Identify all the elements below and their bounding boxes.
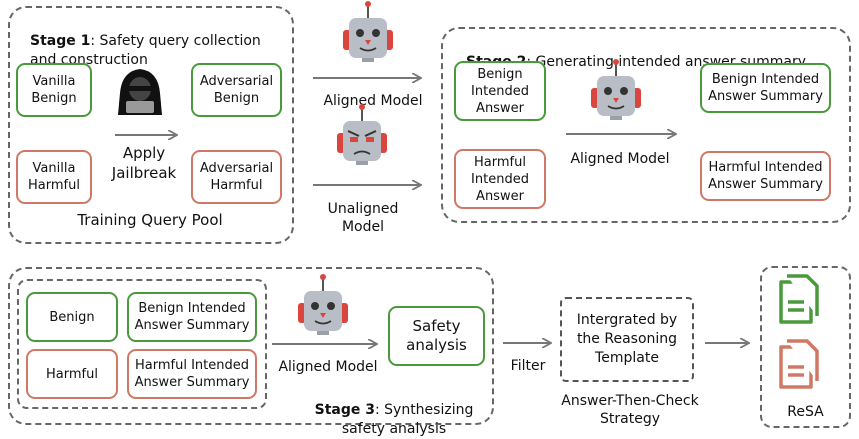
benign-intended-summary-box: Benign Intended Answer Summary	[700, 63, 831, 113]
stage2-robot-icon	[590, 58, 642, 121]
stage3-title: Stage 3: Synthesizing safety analysis	[314, 402, 474, 437]
stage3-aligned-model-label: Aligned Model	[278, 359, 378, 375]
harmful-intended-answer-box: Harmful Intended Answer	[454, 149, 546, 209]
adversarial-harmful-box: Adversarial Harmful	[191, 150, 282, 204]
benign-intended-answer-box: Benign Intended Answer	[454, 61, 546, 121]
safety-analysis-box: Safety analysis	[388, 306, 485, 366]
vanilla-benign-box: Vanilla Benign	[16, 63, 92, 117]
stage2-panel	[441, 27, 851, 223]
stage1-panel	[8, 6, 294, 244]
adversarial-benign-box: Adversarial Benign	[191, 63, 282, 117]
stage3-inner-panel	[17, 279, 267, 409]
apply-jailbreak-label: Apply Jailbreak	[111, 144, 177, 182]
stage3-benign-box: Benign	[26, 292, 118, 342]
unaligned-model-label: Unaligned Model	[327, 201, 399, 235]
harmful-intended-summary-box: Harmful Intended Answer Summary	[700, 151, 831, 201]
red-document-icon	[779, 339, 819, 389]
reasoning-template-box: Intergrated by the Reasoning Template	[560, 297, 694, 382]
stage3-robot-icon	[297, 273, 349, 336]
stage3-harmful-box: Harmful	[26, 349, 118, 399]
stage3-benign-summary-box: Benign Intended Answer Summary	[127, 292, 257, 342]
evil-robot-icon	[336, 103, 388, 166]
hacker-icon	[118, 69, 162, 115]
robot-icon	[342, 0, 394, 63]
stage3-harmful-summary-box: Harmful Intended Answer Summary	[127, 349, 257, 399]
green-document-icon	[779, 274, 819, 324]
stage3-panel	[8, 267, 494, 425]
answer-then-check-label: Answer-Then-Check Strategy	[561, 393, 699, 427]
stage2-aligned-model-label: Aligned Model	[570, 151, 670, 167]
training-query-pool-label: Training Query Pool	[77, 211, 223, 229]
vanilla-harmful-box: Vanilla Harmful	[16, 150, 92, 204]
filter-label: Filter	[510, 358, 546, 374]
resa-label: ReSA	[787, 404, 824, 420]
resa-panel	[760, 266, 851, 428]
